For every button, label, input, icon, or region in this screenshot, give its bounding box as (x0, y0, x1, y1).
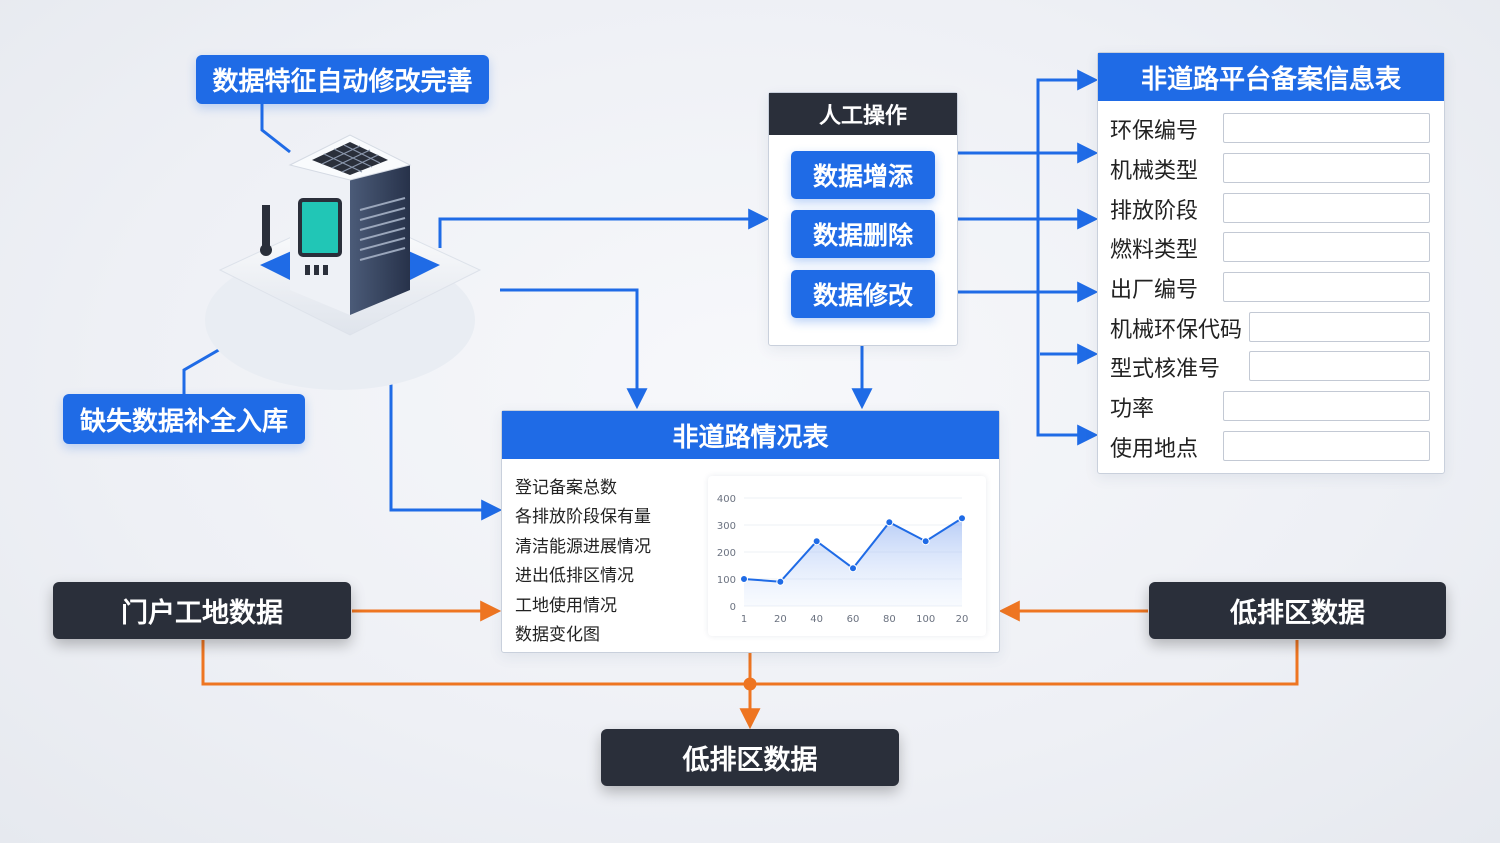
auto-fix-tag: 数据特征自动修改完善 (196, 55, 489, 104)
registry-field-machine-type[interactable] (1223, 153, 1430, 183)
chart-point (921, 537, 930, 546)
chart-point (885, 518, 894, 527)
database-server-icon (205, 134, 482, 390)
data-add-button[interactable]: 数据增添 (791, 151, 935, 199)
chart-point (812, 537, 821, 546)
chart-x-tick: 40 (810, 614, 823, 625)
registry-field-fuel-type[interactable] (1223, 232, 1430, 262)
manual-ops-title: 人工操作 (769, 93, 957, 135)
registry-label-env-code: 机械环保代码 (1110, 318, 1243, 343)
registry-label-approval-no: 型式核准号 (1110, 357, 1221, 382)
status-item-site-usage: 工地使用情况 (515, 596, 617, 616)
data-delete-button[interactable]: 数据删除 (791, 210, 935, 258)
registry-field-location[interactable] (1223, 431, 1430, 461)
chart-x-tick: 20 (956, 614, 969, 625)
portal-site-data-box: 门户工地数据 (53, 582, 351, 639)
status-item-low-emission-zone: 进出低排区情况 (515, 566, 634, 586)
chart-area (744, 518, 962, 606)
registry-label-emission-stage: 排放阶段 (1110, 199, 1199, 224)
chart-point (776, 577, 785, 586)
registry-table: 非道路平台备案信息表 环保编号 机械类型 排放阶段 燃料类型 出厂编号 机械环保… (1097, 52, 1445, 474)
chart-y-tick: 0 (730, 602, 736, 613)
fill-missing-tag: 缺失数据补全入库 (63, 394, 305, 444)
registry-field-approval-no[interactable] (1249, 351, 1430, 381)
registry-label-factory-no: 出厂编号 (1110, 278, 1199, 303)
chart-y-tick: 200 (717, 548, 736, 559)
status-table-title: 非道路情况表 (502, 411, 999, 459)
registry-field-env-no[interactable] (1223, 113, 1430, 143)
registry-label-env-no: 环保编号 (1110, 119, 1199, 144)
status-item-stage-holdings: 各排放阶段保有量 (515, 507, 651, 527)
chart-y-tick: 300 (717, 521, 736, 532)
registry-field-env-code[interactable] (1249, 312, 1430, 342)
registry-label-fuel-type: 燃料类型 (1110, 238, 1199, 263)
chart-card: 0 100 200 300 400 1 20 40 60 80 100 20 (708, 476, 986, 636)
chart-x-tick: 80 (883, 614, 896, 625)
server-illustration (200, 120, 510, 410)
registry-label-machine-type: 机械类型 (1110, 159, 1199, 184)
chart-point (740, 575, 748, 583)
manual-ops-panel: 人工操作 数据增添 数据删除 数据修改 (768, 92, 958, 346)
data-change-chart: 0 100 200 300 400 1 20 40 60 80 100 20 (717, 494, 969, 625)
chart-y-tick: 400 (717, 494, 736, 505)
registry-table-title: 非道路平台备案信息表 (1098, 53, 1444, 101)
registry-label-location: 使用地点 (1110, 437, 1199, 462)
chart-point (849, 564, 857, 573)
chart-x-tick: 100 (916, 614, 935, 625)
low-emission-data-box-right: 低排区数据 (1149, 582, 1446, 639)
chart-x-tick: 1 (741, 614, 747, 625)
status-item-total: 登记备案总数 (515, 478, 617, 498)
status-table: 非道路情况表 登记备案总数 各排放阶段保有量 清洁能源进展情况 进出低排区情况 … (501, 410, 1000, 653)
status-item-clean-energy: 清洁能源进展情况 (515, 537, 651, 557)
chart-x-tick: 20 (774, 614, 787, 625)
registry-field-power[interactable] (1223, 391, 1430, 421)
registry-label-power: 功率 (1110, 397, 1155, 422)
chart-point (958, 514, 966, 523)
registry-field-emission-stage[interactable] (1223, 193, 1430, 223)
low-emission-data-box-bottom: 低排区数据 (601, 729, 899, 786)
status-item-change-chart: 数据变化图 (515, 625, 600, 645)
registry-field-factory-no[interactable] (1223, 272, 1430, 302)
chart-y-tick: 100 (717, 575, 736, 586)
data-edit-button[interactable]: 数据修改 (791, 270, 935, 318)
chart-x-tick: 60 (847, 614, 860, 625)
